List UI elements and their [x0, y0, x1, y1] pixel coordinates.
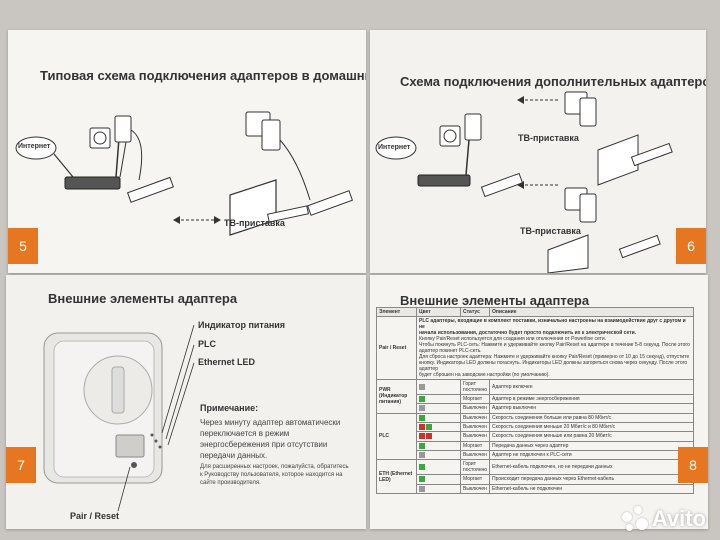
led-off-icon — [419, 405, 425, 412]
row-name: Pair / Reset — [376, 316, 417, 380]
table-row: Моргает Передача данных через адаптер — [377, 440, 694, 451]
row-name: ETH (Ethernet LED) — [376, 459, 417, 494]
table-row: Выключен Скорость соединения меньше 20 М… — [377, 421, 694, 433]
pair-line: Чтобы покинуть PLC-сеть: Нажмите и удерж… — [419, 342, 690, 348]
page-7: Внешние элементы адаптера Индикатор пита… — [6, 275, 366, 529]
table-row: Моргает Происходит передача данных через… — [377, 474, 694, 485]
table-row: PWR (Индикатор питания) Горит постоянно … — [376, 379, 694, 414]
pair-line: начала использования, достаточно будет п… — [419, 330, 637, 336]
pair-line: будет сброшен на заводские настройки (по… — [419, 372, 550, 378]
row-name: PWR (Индикатор питания) — [376, 379, 417, 414]
watermark-text: Avito — [651, 506, 706, 531]
status-cell: Выключен — [460, 431, 490, 442]
desc-cell: Адаптер выключен — [489, 403, 694, 414]
page-title: Внешние элементы адаптера — [400, 293, 590, 308]
page-title: Схема подключения дополнительных адаптер… — [400, 74, 706, 89]
status-cell: Моргает — [460, 440, 490, 451]
led-off-icon — [419, 485, 425, 492]
table-row-pair: Pair / Reset PLC адаптеры, входящие в ко… — [376, 316, 694, 380]
led-off-icon — [419, 451, 425, 458]
led-red-icon — [419, 433, 425, 440]
led-green-icon — [419, 414, 425, 421]
label-ethernet-led: Ethernet LED — [198, 357, 256, 367]
table-row: Моргает Адаптер в режиме энергосбережени… — [377, 393, 694, 405]
led-red-icon — [419, 423, 425, 430]
note-title: Примечание: — [200, 403, 259, 413]
label-pair-reset: Pair / Reset — [70, 511, 120, 521]
header-element: Элемент — [376, 307, 417, 317]
status-cell: Моргает — [460, 474, 490, 485]
desc-cell: Адаптер включен — [489, 379, 694, 395]
page-number: 7 — [6, 447, 36, 483]
desc-cell: Передача данных через адаптер — [489, 440, 694, 451]
led-green-icon — [419, 442, 425, 449]
page-8: Внешние элементы адаптера Элемент Цвет С… — [370, 275, 708, 529]
led-green-icon — [419, 476, 425, 483]
desc-cell: Адаптер не подключен к PLC-сети — [489, 449, 694, 461]
desc-cell: Скорость соединения меньше или равна 20 … — [489, 431, 694, 442]
desc-cell: Происходит передача данных через Etherne… — [489, 474, 694, 485]
page-title: Типовая схема подключения адаптеров в до… — [40, 68, 366, 83]
table-row: Выключен Скорость соединения меньше или … — [377, 431, 694, 442]
pair-line: Для сброса настроек адаптера: Нажмите и … — [419, 354, 690, 360]
desc-cell: Адаптер в режиме энергосбережения — [489, 393, 694, 405]
status-cell: Горит постоянно — [460, 459, 490, 476]
adapter-illustration — [43, 324, 195, 512]
table-header-row: Элемент Цвет Статус Описание — [376, 307, 694, 317]
page-6: Схема подключения дополнительных адаптер… — [370, 30, 706, 273]
status-cell: Выключен — [460, 421, 490, 433]
tv-label: ТВ-приставка — [224, 218, 285, 228]
desc-cell: Скорость соединения больше или равна 80 … — [489, 412, 694, 424]
avito-watermark: Avito — [621, 506, 706, 532]
pair-line: адаптер покинет PLC-сеть. — [419, 348, 482, 354]
led-green-icon — [426, 423, 432, 430]
footer-text: Для расширенных настроек, пожалуйста, об… — [200, 464, 349, 486]
header-status: Статус — [460, 307, 490, 317]
table-row: Выключен Ethernet-кабель не подключен — [377, 483, 694, 494]
tv-label-2: ТВ-приставка — [520, 226, 581, 236]
label-plc: PLC — [198, 339, 216, 349]
header-description: Описание — [489, 307, 694, 317]
table-row: ETH (Ethernet LED) Горит постоянно Ether… — [376, 459, 694, 494]
internet-label: Интернет — [18, 143, 51, 150]
label-power-indicator: Индикатор питания — [198, 320, 286, 330]
led-off-icon — [419, 383, 425, 390]
page-number: 8 — [678, 447, 708, 483]
additional-adapters-diagram — [375, 91, 673, 273]
pair-line: PLC адаптеры, входящие в комплект постав… — [419, 318, 686, 330]
internet-label: Интернет — [378, 144, 411, 151]
page-number: 5 — [8, 228, 38, 264]
status-cell: Выключен — [460, 403, 490, 414]
status-cell: Выключен — [460, 449, 490, 461]
desc-cell: Скорость соединения меньше 20 Мбит/с и 8… — [489, 421, 694, 433]
tv-label-1: ТВ-приставка — [518, 133, 579, 143]
pair-line: кнопку. Индикаторы LED должны погаснуть.… — [419, 360, 688, 372]
pair-description: PLC адаптеры, входящие в комплект постав… — [416, 316, 694, 380]
status-cell: Горит постоянно — [460, 379, 490, 395]
connection-diagram — [15, 111, 354, 236]
led-table: Элемент Цвет Статус Описание Pair / Rese… — [376, 307, 694, 494]
row-name: PLC — [376, 412, 417, 461]
status-cell: Выключен — [460, 483, 490, 494]
led-green-icon — [419, 396, 425, 402]
header-color: Цвет — [416, 307, 461, 317]
page-title: Внешние элементы адаптера — [48, 291, 238, 306]
table-row: PLC Выключен Скорость соединения больше … — [376, 412, 694, 461]
desc-cell: Ethernet-кабель не подключен — [489, 483, 694, 494]
table-row: Выключен Адаптер не подключен к PLC-сети — [377, 449, 694, 461]
pair-line: Кнопку Pair/Reset используется для созда… — [419, 336, 607, 342]
status-cell: Моргает — [460, 393, 490, 405]
led-red-icon — [426, 433, 432, 440]
avito-logo-icon — [621, 506, 648, 532]
table-row: Выключен Адаптер выключен — [377, 403, 694, 414]
status-cell: Выключен — [460, 412, 490, 424]
note-text: Через минуту адаптер автоматически перек… — [200, 418, 341, 460]
page-5: Типовая схема подключения адаптеров в до… — [8, 30, 366, 273]
page-number: 6 — [676, 228, 706, 264]
desc-cell: Ethernet-кабель подключен, но не передач… — [489, 459, 694, 476]
led-green-icon — [419, 464, 425, 471]
